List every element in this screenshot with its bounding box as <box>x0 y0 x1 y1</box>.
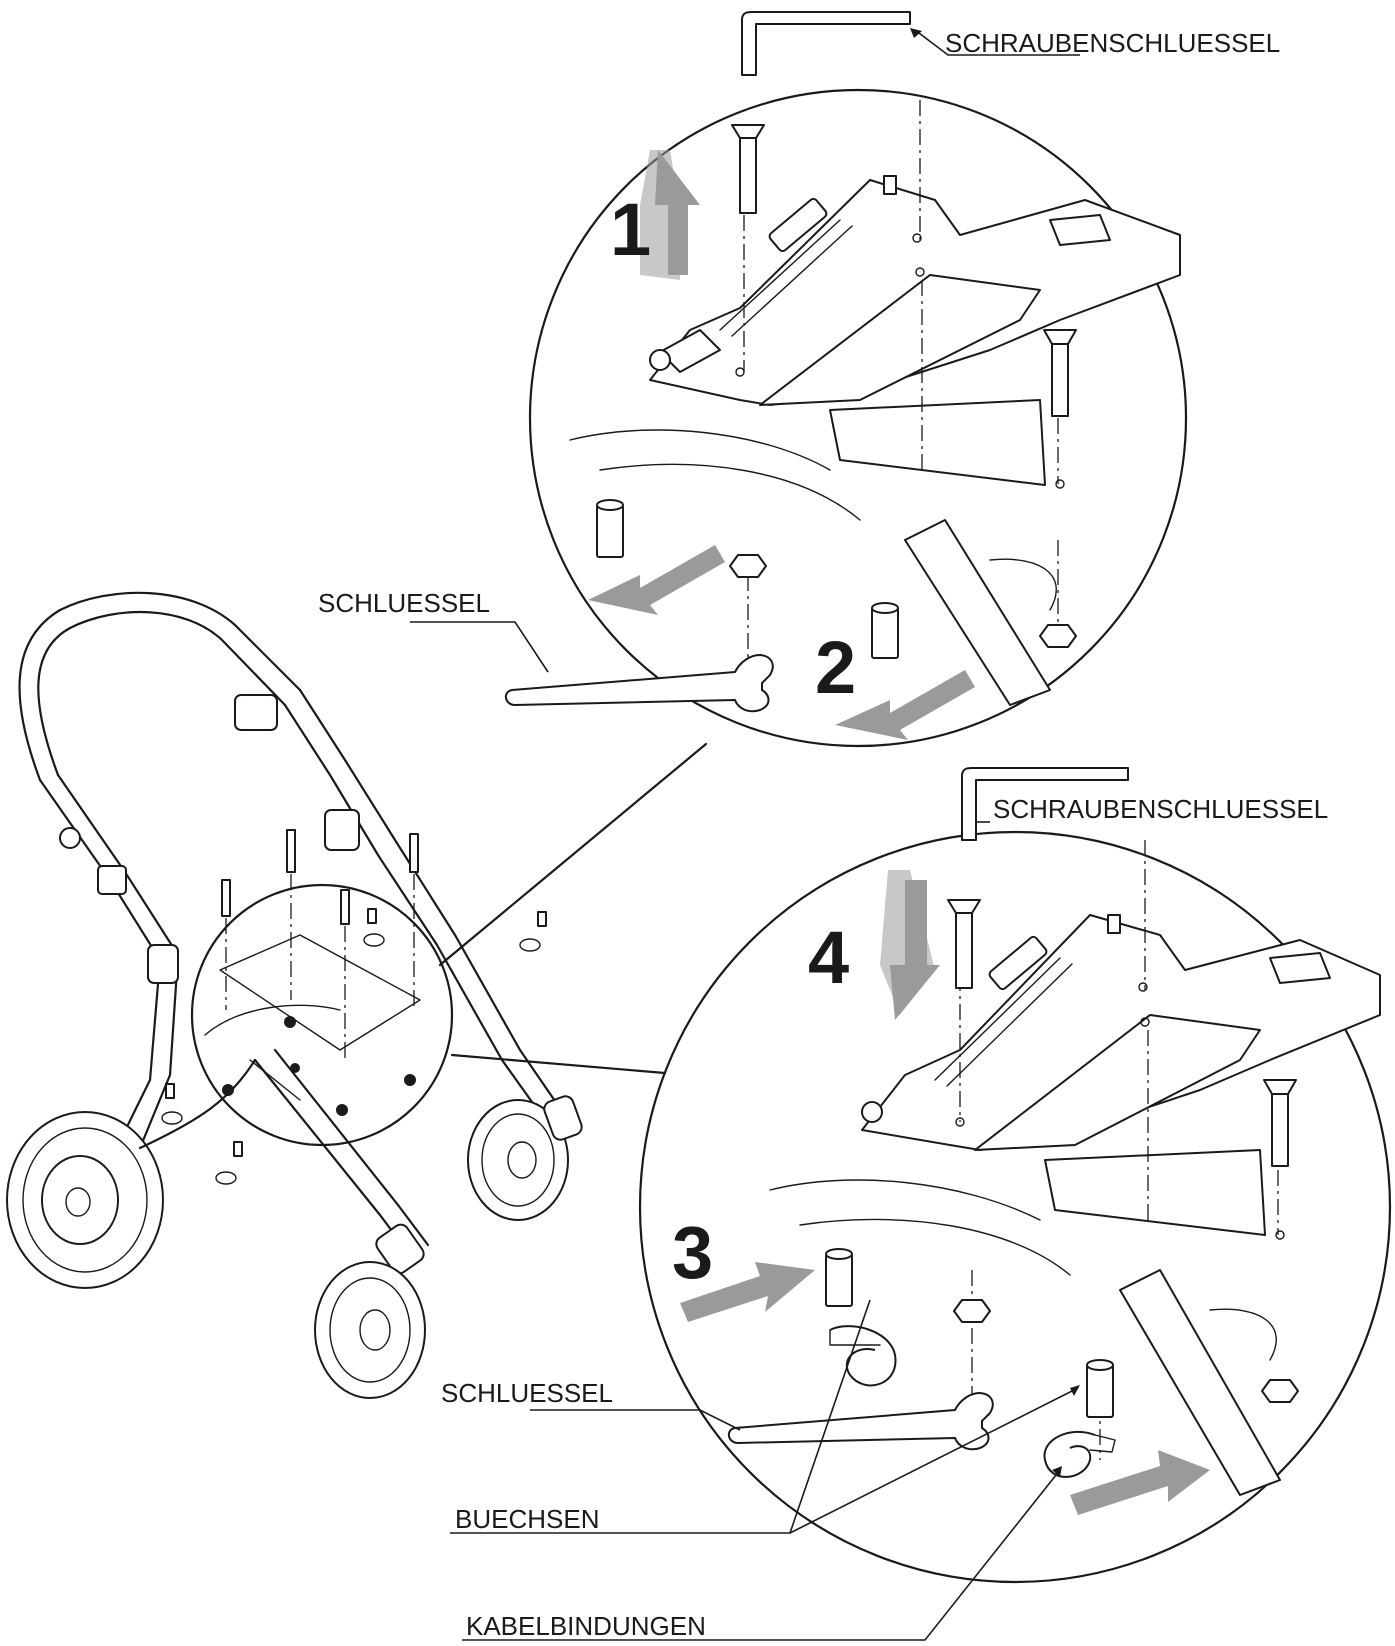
step3-arrow-right-bottom <box>1070 1450 1210 1515</box>
hex-key-bottom <box>961 767 1129 841</box>
leader-top-wrench <box>410 621 549 673</box>
leader-bushings <box>450 1299 871 1534</box>
countersunk-bolt <box>731 124 765 214</box>
detail-circle-top <box>528 88 1188 748</box>
countersunk-bolt <box>1263 1079 1297 1167</box>
step4-arrow-down <box>880 870 940 1020</box>
step2-arrow-left-top <box>588 545 725 615</box>
label-bottom-hex-key: SCHRAUBENSCHLUESSEL <box>993 794 1328 824</box>
step-number-4: 4 <box>808 916 849 999</box>
connector-bottom <box>450 1053 667 1075</box>
hex-nut <box>729 554 767 578</box>
step2-arrow-left-bottom <box>835 670 975 740</box>
hex-nut <box>1261 1379 1299 1403</box>
label-bushings: BUECHSEN <box>455 1504 599 1534</box>
overview-bolts <box>221 829 419 1060</box>
wrench-top <box>504 654 774 713</box>
bushing <box>825 1248 853 1307</box>
hex-nut <box>953 1299 991 1323</box>
step-number-1: 1 <box>610 188 651 271</box>
wrench-bottom <box>727 1392 994 1451</box>
cable-tie <box>1043 1430 1116 1478</box>
label-top-hex-key: SCHRAUBENSCHLUESSEL <box>945 28 1280 58</box>
cable-tie <box>829 1325 897 1387</box>
overview-clips <box>161 911 547 1185</box>
countersunk-bolt <box>947 899 981 989</box>
leader-bushings-2 <box>789 1387 1079 1534</box>
countersunk-bolt <box>1043 329 1077 417</box>
step1-arrow-up <box>640 150 700 280</box>
overview-detail-circle <box>190 883 454 1147</box>
label-top-wrench: SCHLUESSEL <box>318 588 490 618</box>
leader-top-hex-key <box>914 29 1080 56</box>
bushing <box>871 602 899 659</box>
hex-nut <box>1039 624 1077 648</box>
stroller-frame-overview <box>6 591 583 1399</box>
leader-bottom-wrench <box>530 1409 741 1431</box>
step-number-2: 2 <box>815 626 856 709</box>
bushing <box>1086 1359 1114 1418</box>
connector-top <box>438 742 708 967</box>
detail-circle-bottom <box>638 830 1392 1584</box>
hex-key-top <box>741 11 911 76</box>
label-bottom-wrench: SCHLUESSEL <box>441 1378 613 1408</box>
step-number-3: 3 <box>672 1211 713 1294</box>
bushing <box>596 499 624 558</box>
label-cable-ties: KABELBINDUNGEN <box>466 1611 706 1641</box>
step3-arrow-right-top <box>680 1262 815 1322</box>
leader-cable-ties <box>462 1469 1061 1641</box>
